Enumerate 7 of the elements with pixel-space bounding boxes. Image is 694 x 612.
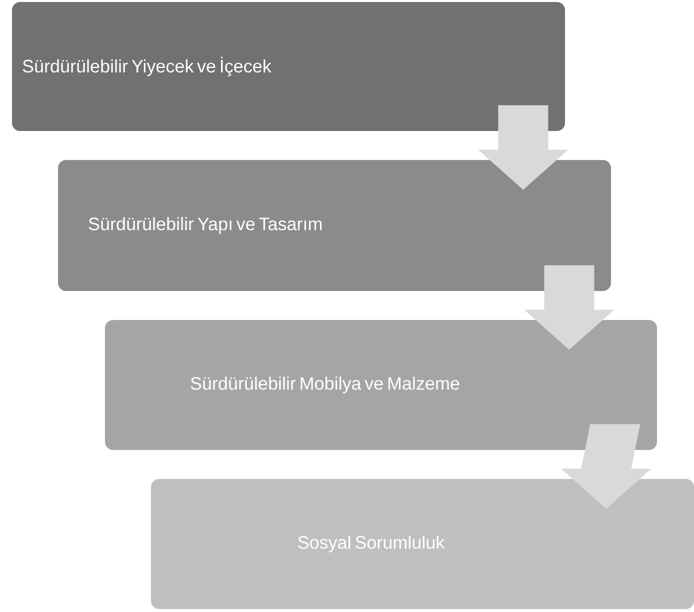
process-box: Sosyal Sorumluluk (151, 478, 694, 609)
arrow (478, 105, 568, 190)
arrow (524, 265, 614, 350)
process-box: Sürdürülebilir Yapı ve Tasarım (58, 160, 611, 291)
process-box: Sürdürülebilir Yiyecek ve İçecek (12, 2, 565, 131)
arrow (561, 424, 652, 509)
process-box: Sürdürülebilir Mobilya ve Malzeme (105, 320, 657, 450)
